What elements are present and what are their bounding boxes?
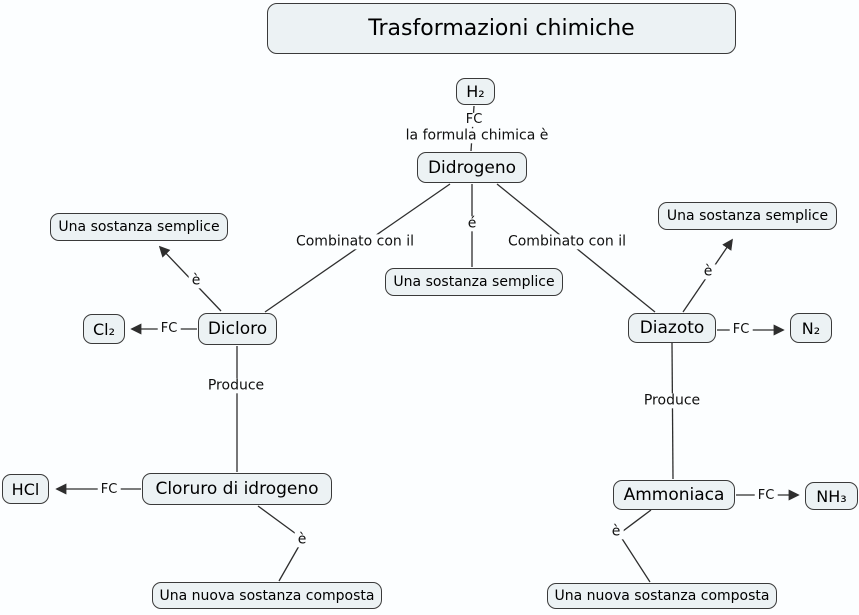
link-label-e-down-left[interactable]: è <box>294 531 310 548</box>
node-title[interactable]: Trasformazioni chimiche <box>267 3 736 54</box>
link-label-e-down-right[interactable]: è <box>608 523 624 540</box>
node-h2[interactable]: H₂ <box>456 78 495 105</box>
edge-diazoto-ammoniaca <box>671 342 674 480</box>
node-cloruro-di-idrogeno[interactable]: Cloruro di idrogeno <box>142 473 332 505</box>
link-label-combinato-right[interactable]: Combinato con il <box>504 233 630 250</box>
link-label-combinato-left[interactable]: Combinato con il <box>292 233 418 250</box>
node-dicloro[interactable]: Dicloro <box>198 313 277 345</box>
link-label-produce-right[interactable]: Produce <box>640 392 704 409</box>
link-label-fc-top[interactable]: FC <box>462 112 486 128</box>
link-label-e-up-right[interactable]: è <box>700 263 716 280</box>
link-label-fc-nh3[interactable]: FC <box>754 488 778 504</box>
link-label-e-center[interactable]: é <box>464 215 480 232</box>
node-sostanza-semplice-center[interactable]: Una sostanza semplice <box>385 268 563 296</box>
node-nh3[interactable]: NH₃ <box>805 482 858 510</box>
node-hcl[interactable]: HCl <box>2 474 49 504</box>
link-label-produce-left[interactable]: Produce <box>204 377 268 394</box>
node-sostanza-semplice-left[interactable]: Una sostanza semplice <box>50 213 228 241</box>
link-label-fc-hcl[interactable]: FC <box>97 482 121 498</box>
node-nuova-sostanza-composta-right[interactable]: Una nuova sostanza composta <box>547 583 777 609</box>
node-ammoniaca[interactable]: Ammoniaca <box>613 480 735 510</box>
link-label-fc-n2[interactable]: FC <box>729 322 753 338</box>
node-cl2[interactable]: Cl₂ <box>83 314 125 344</box>
node-diazoto[interactable]: Diazoto <box>628 313 716 343</box>
node-didrogeno[interactable]: Didrogeno <box>417 152 527 183</box>
link-label-e-up-left[interactable]: è <box>188 272 204 289</box>
edge-ammoniaca-nuova-sostanza-right <box>618 509 652 583</box>
link-label-formula-chimica[interactable]: la formula chimica è <box>402 127 552 144</box>
node-n2[interactable]: N₂ <box>790 313 832 343</box>
node-nuova-sostanza-composta-left[interactable]: Una nuova sostanza composta <box>152 582 382 609</box>
node-sostanza-semplice-right[interactable]: Una sostanza semplice <box>658 202 837 230</box>
link-label-fc-cl2[interactable]: FC <box>157 321 181 337</box>
